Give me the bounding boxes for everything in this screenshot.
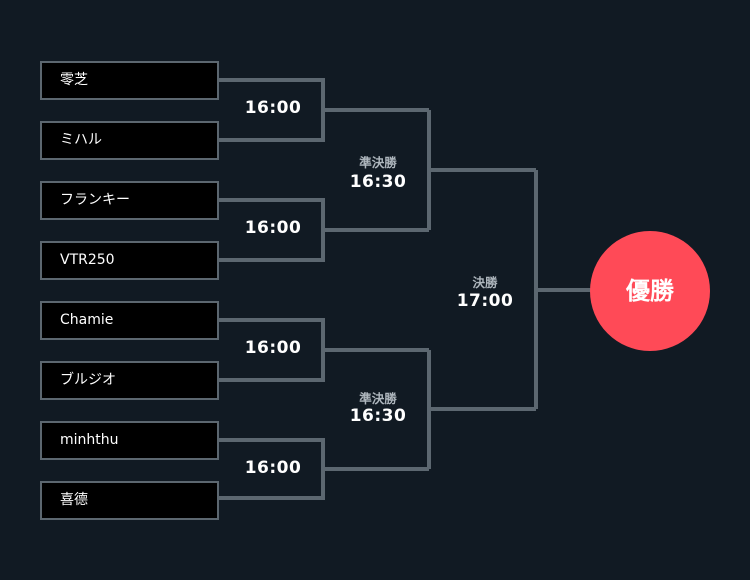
player-5: Chamie — [40, 301, 219, 340]
final-time: 17:00 — [456, 291, 514, 311]
r1-time-1: 16:00 — [244, 98, 302, 118]
player-1: 零芝 — [40, 61, 219, 100]
final-label: 決勝 — [472, 275, 498, 290]
player-3: フランキー — [40, 181, 219, 220]
player-2: ミハル — [40, 121, 219, 160]
semifinal-1-time: 16:30 — [349, 172, 407, 192]
champion-circle: 優勝 — [590, 231, 710, 351]
r1-time-2: 16:00 — [244, 218, 302, 238]
sf-connector-1 — [427, 110, 536, 230]
r1-connector-3 — [219, 318, 429, 382]
r1-connector-4 — [219, 438, 429, 500]
r1-connector-2 — [219, 198, 429, 262]
player-7: minhthu — [40, 421, 219, 460]
player-6: ブルジオ — [40, 361, 219, 400]
player-4: VTR250 — [40, 241, 219, 280]
r1-time-3: 16:00 — [244, 338, 302, 358]
r1-connector-1 — [219, 78, 429, 142]
player-8: 喜德 — [40, 481, 219, 520]
sf-connector-2 — [427, 350, 536, 469]
r1-time-4: 16:00 — [244, 458, 302, 478]
semifinal-2-time: 16:30 — [349, 406, 407, 426]
semifinal-2-label: 準決勝 — [359, 391, 397, 406]
semifinal-1-label: 準決勝 — [359, 155, 397, 170]
final-connector — [534, 170, 592, 409]
